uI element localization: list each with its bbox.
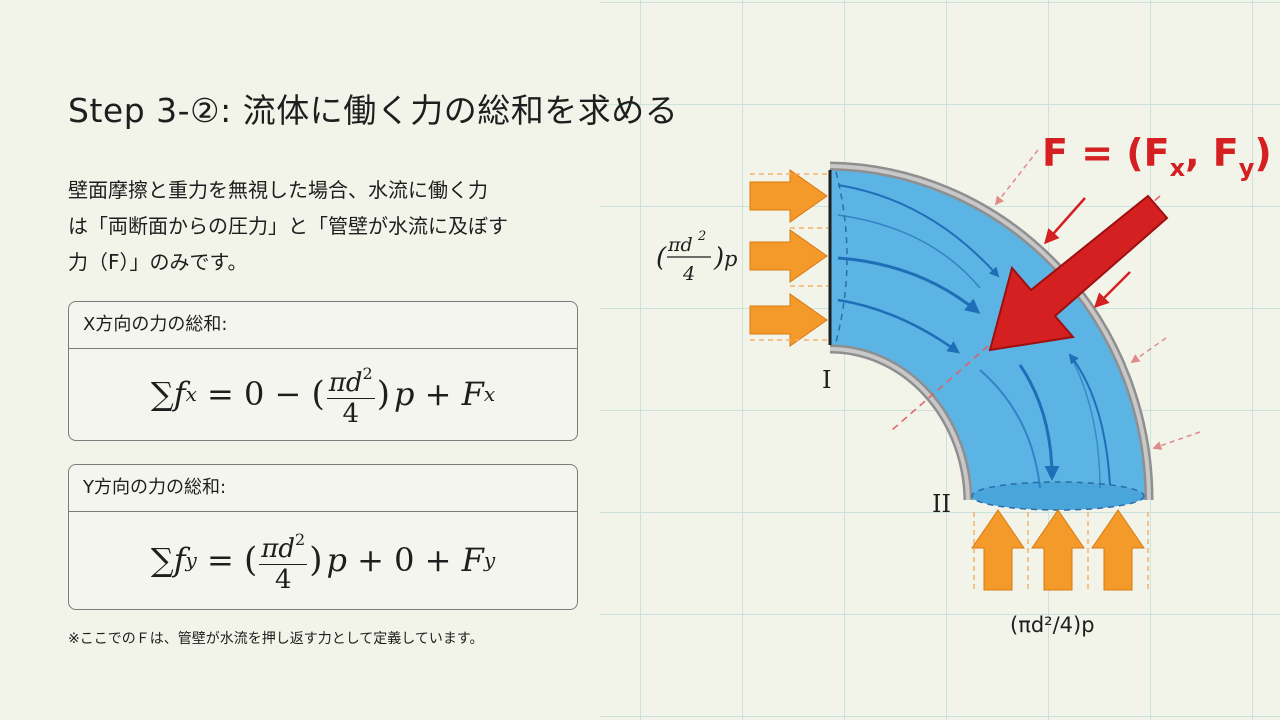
frac-den: 4 (274, 565, 292, 595)
flow-arrow (1018, 364, 1060, 481)
flow-arrow (1069, 354, 1101, 489)
eq-equals: = (196, 541, 245, 579)
force-label-close: ) (1254, 131, 1271, 175)
force-label-main: F = (F (1042, 131, 1170, 175)
force-label-comma: , F (1185, 131, 1239, 175)
eq-F: F (461, 375, 484, 413)
force-label-y: y (1239, 154, 1255, 182)
frac-sup: 2 (295, 530, 306, 549)
intro-line: は「両断面からの圧力」と「管壁が水流に及ぼす (68, 214, 508, 238)
eq-f: f (173, 375, 186, 413)
bottom-pressure-arrows (971, 509, 1145, 591)
left-pressure-dashes (750, 173, 828, 341)
flow-arrow (837, 298, 961, 354)
eq-equals: = 0 − (196, 375, 312, 413)
sum-symbol: ∑ (150, 541, 174, 579)
eq-F-sub: y (483, 548, 496, 572)
eq-F-sub: x (483, 382, 496, 406)
intro-line: 壁面摩擦と重力を無視した場合、水流に働く力 (68, 178, 488, 202)
svg-text:(: ( (656, 243, 667, 273)
y-box-header: Y方向の力の総和: (69, 465, 577, 512)
force-label: F = (Fx, Fy) (1042, 131, 1272, 182)
eq-plus-zero: + 0 + (346, 541, 462, 579)
frac-num: πd (328, 368, 363, 398)
section-1-label: I (822, 366, 831, 394)
eq-plus: + (414, 375, 462, 413)
eq-p: p (326, 541, 347, 579)
eq-f: f (173, 541, 186, 579)
footnote: ※ここでのＦは、管壁が水流を押し返す力として定義しています。 (68, 631, 484, 647)
bottom-pressure-label: (πd²/4)p (1010, 613, 1095, 637)
flow-arrow (837, 256, 981, 314)
water-body (830, 170, 1145, 500)
frac-den: 4 (342, 399, 360, 429)
eq-F: F (461, 541, 484, 579)
flow-arrow (837, 184, 1000, 278)
inner-wall-highlight (829, 347, 970, 501)
left-pressure-sup: 2 (697, 229, 706, 244)
left-pressure-arrows (749, 169, 828, 347)
eq-f-sub: x (185, 382, 197, 406)
flow-arrow (1068, 353, 1111, 486)
svg-text:): ) (713, 243, 724, 273)
bottom-pressure-dashes (973, 512, 1149, 592)
section-2-label: II (932, 490, 951, 518)
left-pressure-num: πd (667, 234, 693, 256)
x-box-header: X方向の力の総和: (69, 302, 577, 349)
flow-arrow (979, 369, 1041, 489)
page-title: Step 3-②: 流体に働く力の総和を求める (68, 91, 679, 131)
intro-line: 力（F）」のみです。 (68, 250, 248, 274)
eq-p: p (393, 375, 415, 413)
wall-force-arrows (994, 149, 1201, 450)
left-pressure-den: 4 (682, 263, 695, 285)
section-2-ellipse (971, 481, 1145, 511)
force-label-x: x (1170, 154, 1186, 182)
frac-num: πd (261, 534, 296, 564)
frac-sup: 2 (362, 364, 373, 383)
resultant-force-arrow (988, 194, 1169, 352)
eq-f-sub: y (185, 548, 197, 572)
outer-wall-highlight (829, 164, 1151, 501)
left-pressure-label: ( πd 2 4 ) p (656, 229, 737, 285)
left-pressure-p: p (724, 247, 737, 271)
sum-symbol: ∑ (150, 375, 174, 413)
pipe-bend-diagram: ( πd 2 4 ) p (πd²/4)p I II F = (Fx, Fy) (656, 131, 1272, 637)
flow-arrow (837, 214, 981, 289)
intro-text: 壁面摩擦と重力を無視した場合、水流に働く力 は「両断面からの圧力」と「管壁が水流… (68, 172, 588, 280)
